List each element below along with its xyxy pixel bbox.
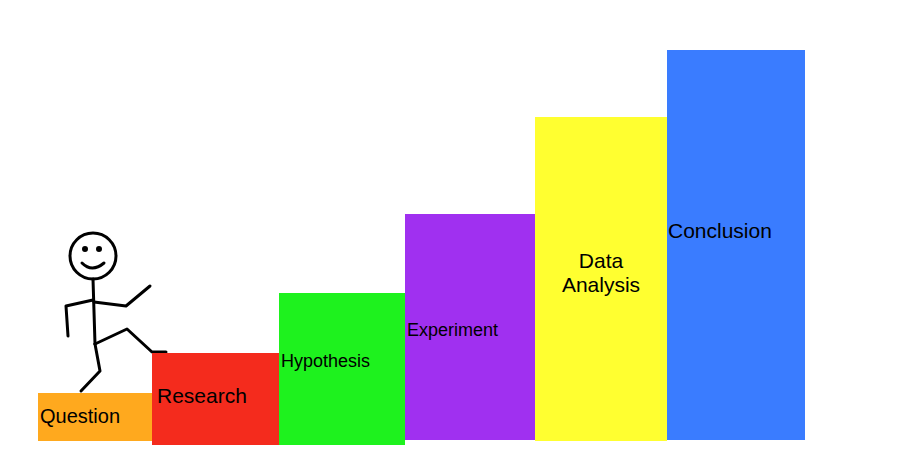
step-label: Hypothesis xyxy=(281,351,370,372)
step-label: Experiment xyxy=(407,320,498,341)
figure-eye xyxy=(98,248,101,251)
step-label: Question xyxy=(40,405,120,428)
figure-arm xyxy=(94,286,150,306)
figure-leg xyxy=(95,329,166,352)
figure-body xyxy=(93,279,95,344)
figure-arm xyxy=(66,300,93,336)
step-label: Conclusion xyxy=(668,219,772,243)
step-block: Research xyxy=(152,353,279,445)
step-block: Data Analysis xyxy=(535,117,667,441)
figure-smile xyxy=(82,263,104,268)
step-block: Question xyxy=(38,393,152,441)
step-block: Conclusion xyxy=(667,50,805,440)
step-label: Data Analysis xyxy=(551,249,651,297)
step-block: Experiment xyxy=(405,214,535,440)
figure-eye xyxy=(84,248,87,251)
figure-head xyxy=(70,233,116,279)
step-label: Research xyxy=(157,384,247,408)
figure-leg xyxy=(81,344,100,391)
step-block: Hypothesis xyxy=(279,293,405,445)
